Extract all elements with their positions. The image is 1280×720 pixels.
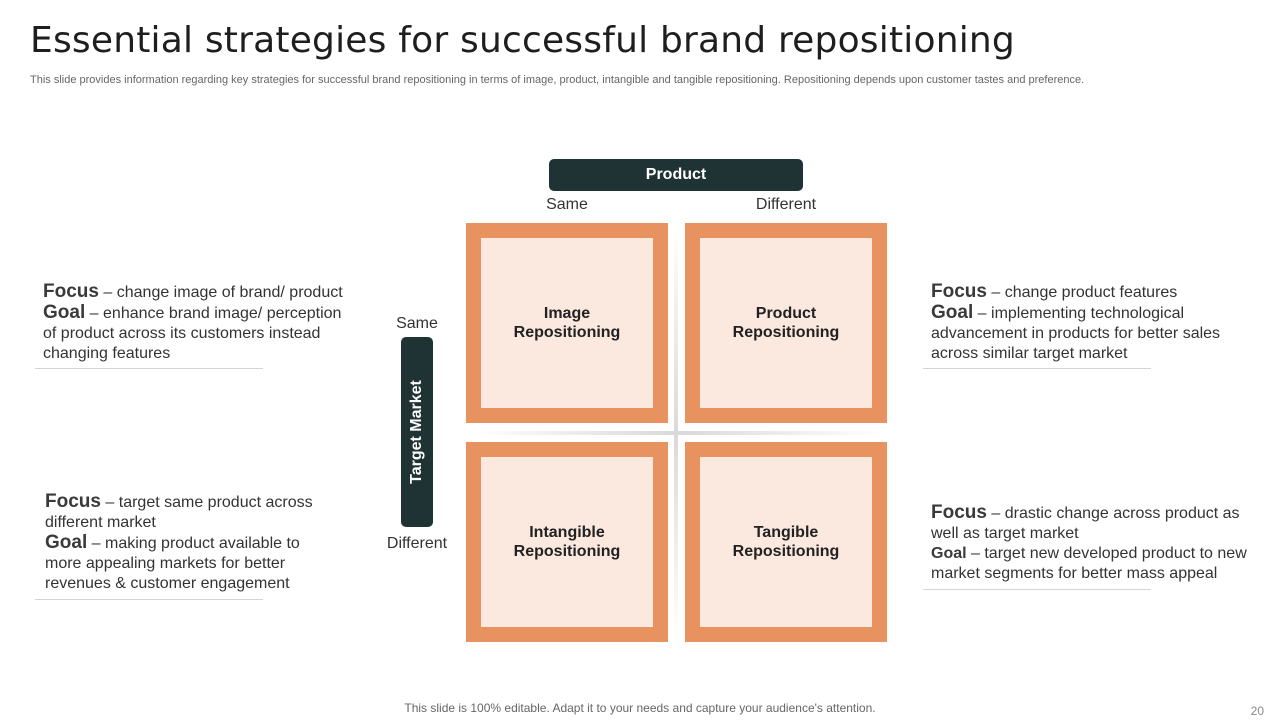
target-market-axis-label: Target Market bbox=[408, 380, 425, 484]
market-same-label: Same bbox=[396, 315, 438, 332]
divider-line bbox=[35, 368, 263, 369]
slide-title: Essential strategies for successful bran… bbox=[30, 20, 1015, 61]
focus-text: – change product features bbox=[986, 284, 1178, 301]
focus-text: – change image of brand/ product bbox=[98, 284, 343, 301]
focus-label: Focus bbox=[931, 281, 987, 302]
quadrant-title-line1: Image bbox=[543, 305, 591, 322]
product-axis-label: Product bbox=[645, 166, 707, 183]
description-product-repositioning: Focus – change product features Goal – i… bbox=[931, 282, 1231, 364]
goal-line: Goal – target new developed product to n… bbox=[931, 544, 1251, 584]
quadrant-product-repositioning: Product Repositioning bbox=[685, 223, 887, 423]
slide-subtitle: This slide provides information regardin… bbox=[30, 74, 1085, 86]
divider-line bbox=[35, 599, 263, 600]
market-different-label: Different bbox=[386, 535, 448, 552]
quadrant-title-line1: Product bbox=[755, 305, 817, 322]
goal-label: Goal bbox=[45, 532, 88, 553]
focus-line: Focus – drastic change across product as… bbox=[931, 503, 1251, 544]
quadrant-inner: Tangible Repositioning bbox=[700, 457, 872, 627]
goal-label: Goal bbox=[931, 545, 967, 562]
quadrant-title-line2: Repositioning bbox=[732, 543, 840, 560]
divider-line bbox=[923, 368, 1151, 369]
description-intangible-repositioning: Focus – target same product across diffe… bbox=[45, 492, 320, 594]
goal-text: – target new developed product to new ma… bbox=[931, 545, 1247, 582]
goal-line: Goal – making product available to more … bbox=[45, 533, 320, 594]
product-same-label: Same bbox=[546, 196, 588, 213]
focus-text: – target same product across different m… bbox=[45, 494, 313, 531]
goal-line: Goal – implementing technological advanc… bbox=[931, 303, 1231, 364]
product-different-label: Different bbox=[755, 196, 817, 213]
description-image-repositioning: Focus – change image of brand/ product G… bbox=[43, 282, 353, 364]
divider-line bbox=[923, 589, 1151, 590]
goal-label: Goal bbox=[43, 302, 86, 323]
description-tangible-repositioning: Focus – drastic change across product as… bbox=[931, 503, 1251, 584]
quadrant-title-line1: Intangible bbox=[529, 524, 605, 541]
target-market-axis-bar: Target Market bbox=[401, 337, 433, 527]
goal-label: Goal bbox=[931, 302, 974, 323]
focus-label: Focus bbox=[45, 491, 101, 512]
goal-line: Goal – enhance brand image/ perception o… bbox=[43, 303, 353, 364]
quadrant-title-line2: Repositioning bbox=[513, 324, 621, 341]
focus-label: Focus bbox=[43, 281, 99, 302]
goal-text: – making product available to more appea… bbox=[45, 535, 300, 592]
quadrant-image-repositioning: Image Repositioning bbox=[466, 223, 668, 423]
focus-line: Focus – change image of brand/ product bbox=[43, 282, 353, 303]
quadrant-inner: Product Repositioning bbox=[700, 238, 872, 408]
quadrant-title-line2: Repositioning bbox=[732, 324, 840, 341]
quadrant-title-line2: Repositioning bbox=[513, 543, 621, 560]
quadrant-tangible-repositioning: Tangible Repositioning bbox=[685, 442, 887, 642]
quadrant-inner: Image Repositioning bbox=[481, 238, 653, 408]
goal-text: – enhance brand image/ perception of pro… bbox=[43, 305, 342, 362]
quadrant-inner: Intangible Repositioning bbox=[481, 457, 653, 627]
focus-label: Focus bbox=[931, 502, 987, 523]
footer-note: This slide is 100% editable. Adapt it to… bbox=[404, 701, 876, 715]
quadrant-intangible-repositioning: Intangible Repositioning bbox=[466, 442, 668, 642]
page-number: 20 bbox=[1250, 704, 1264, 718]
goal-text: – implementing technological advancement… bbox=[931, 305, 1221, 362]
vertical-divider bbox=[674, 226, 678, 640]
focus-text: – drastic change across product as well … bbox=[931, 505, 1240, 542]
product-axis-bar: Product bbox=[549, 159, 803, 191]
focus-line: Focus – change product features bbox=[931, 282, 1231, 303]
quadrant-title-line1: Tangible bbox=[753, 524, 819, 541]
focus-line: Focus – target same product across diffe… bbox=[45, 492, 320, 533]
